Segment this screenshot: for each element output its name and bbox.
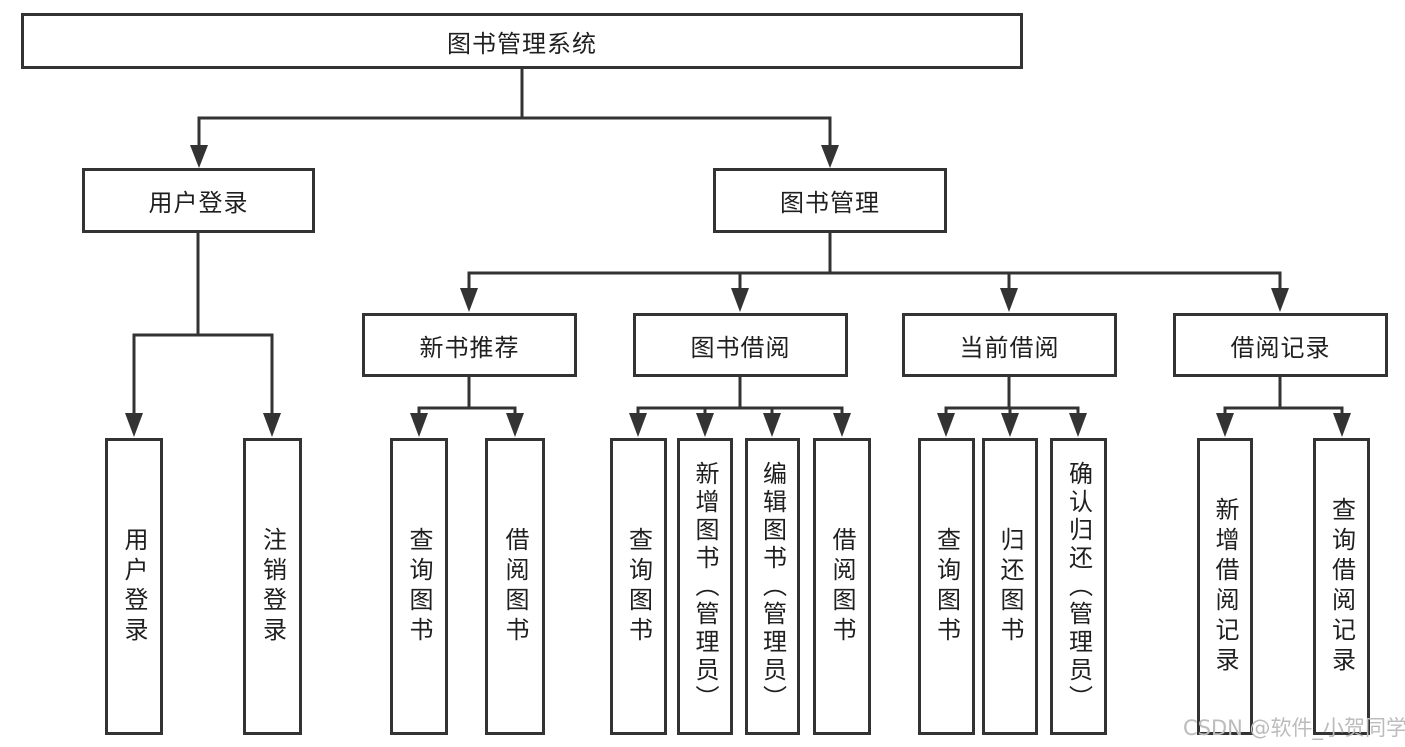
leaf-add-borrow-record: 新增借阅记录	[1197, 438, 1253, 735]
leaf-query-books-2: 查询图书	[610, 438, 667, 735]
node-book-borrow: 图书借阅	[633, 313, 848, 377]
node-user-login: 用户登录	[82, 168, 315, 233]
leaf-borrow-books-1: 借阅图书	[485, 438, 545, 735]
leaf-return-books: 归还图书	[982, 438, 1038, 735]
csdn-watermark: CSDN @软件_小贺同学	[1183, 716, 1405, 740]
arrow-down-icons	[125, 145, 1351, 437]
leaf-edit-books-admin: 编辑图书（管理员）	[745, 438, 800, 735]
node-library-management-system: 图书管理系统	[21, 13, 1023, 69]
node-book-management: 图书管理	[713, 168, 947, 233]
tree-edges	[132, 69, 1344, 415]
leaf-user-login: 用户登录	[105, 438, 163, 735]
leaf-logout: 注销登录	[243, 438, 302, 735]
leaf-query-books-3: 查询图书	[918, 438, 975, 735]
node-current-borrow: 当前借阅	[902, 313, 1117, 377]
leaf-query-borrow-record: 查询借阅记录	[1313, 438, 1370, 735]
leaf-query-books-1: 查询图书	[390, 438, 448, 735]
leaf-add-books-admin: 新增图书（管理员）	[677, 438, 733, 735]
node-borrow-record: 借阅记录	[1173, 313, 1388, 377]
leaf-confirm-return-admin: 确认归还（管理员）	[1050, 438, 1107, 735]
leaf-borrow-books-2: 借阅图书	[813, 438, 871, 735]
node-new-book-recommend: 新书推荐	[362, 313, 577, 377]
